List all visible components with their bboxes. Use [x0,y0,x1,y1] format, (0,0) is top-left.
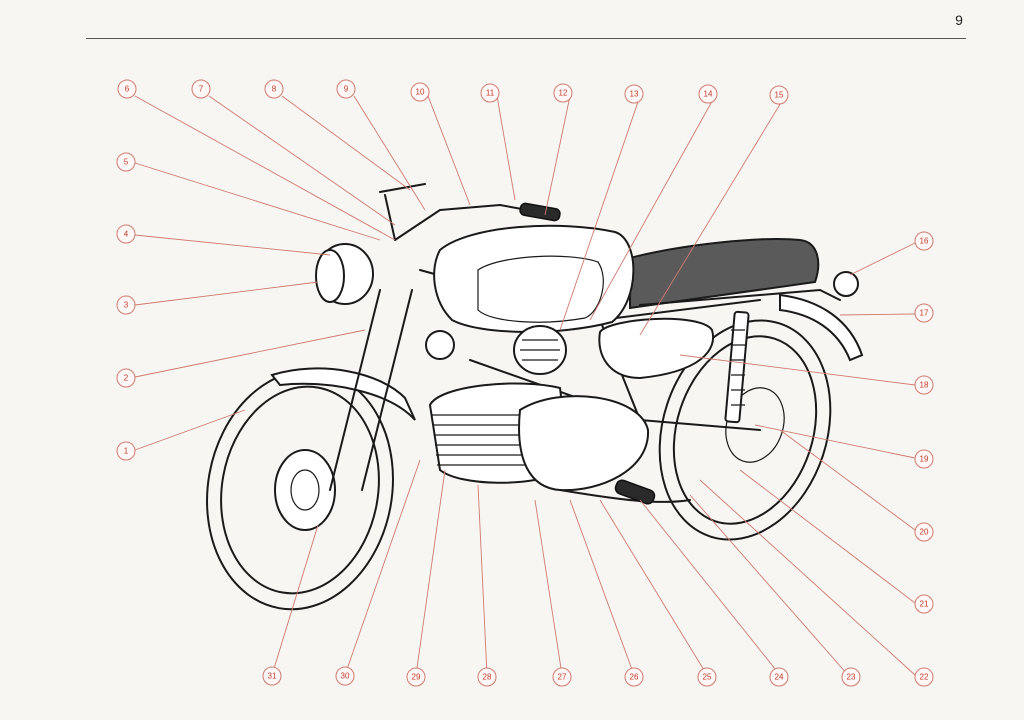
seat [629,238,820,310]
callout-10: 10 [410,82,430,102]
callout-3: 3 [116,295,136,315]
callout-label: 25 [703,673,712,682]
callout-16: 16 [914,231,934,251]
callout-2: 2 [116,368,136,388]
callout-9: 9 [336,79,356,99]
engine [428,325,650,492]
callout-18: 18 [914,375,934,395]
callout-label: 18 [920,381,929,390]
callout-label: 19 [920,455,929,464]
callout-label: 24 [775,673,784,682]
callout-5: 5 [116,152,136,172]
callout-label: 29 [412,673,421,682]
callout-label: 31 [268,672,277,681]
callout-27: 27 [552,667,572,687]
callout-26: 26 [624,667,644,687]
callout-22: 22 [914,667,934,687]
callout-label: 6 [125,85,130,94]
rear-wheel [658,319,832,541]
handlebar-grip [519,202,561,222]
callout-25: 25 [697,667,717,687]
tank-knee-pad [477,255,604,323]
callout-14: 14 [698,84,718,104]
callout-label: 27 [558,673,567,682]
front-fork [329,289,413,491]
callout-13: 13 [624,84,644,104]
callout-30: 30 [335,666,355,686]
header-rule [86,38,966,39]
callout-23: 23 [841,667,861,687]
callout-label: 8 [272,85,277,94]
callout-label: 3 [124,301,129,310]
callout-31: 31 [262,666,282,686]
mirror [379,183,426,241]
tail-light [833,271,859,297]
page-number: 9 [955,12,963,28]
callout-19: 19 [914,449,934,469]
callout-label: 9 [344,85,349,94]
callout-label: 20 [920,528,929,537]
callout-20: 20 [914,522,934,542]
callout-label: 5 [124,158,129,167]
callout-label: 14 [704,90,713,99]
front-fender [270,367,416,421]
callout-label: 16 [920,237,929,246]
callout-7: 7 [191,79,211,99]
callout-29: 29 [406,667,426,687]
callout-label: 26 [630,673,639,682]
callout-label: 28 [483,673,492,682]
callout-12: 12 [553,83,573,103]
callout-label: 17 [920,309,929,318]
callout-1: 1 [116,441,136,461]
callout-label: 1 [124,447,129,456]
callout-label: 22 [920,673,929,682]
callout-label: 30 [341,672,350,681]
callout-label: 12 [559,89,568,98]
callout-6: 6 [117,79,137,99]
motorcycle-illustration [206,183,864,611]
callout-label: 15 [775,91,784,100]
fuel-tank [433,224,635,333]
rear-shock-absorber [724,310,750,424]
callout-4: 4 [116,224,136,244]
headlight [315,243,374,305]
rear-fender [779,293,864,362]
callout-label: 2 [124,374,129,383]
callout-label: 21 [920,600,929,609]
callout-label: 7 [199,85,204,94]
callout-28: 28 [477,667,497,687]
callouts: 6 7 8 9 10 11 12 13 14 15 5 4 3 2 1 16 1… [116,79,934,687]
callout-label: 23 [847,673,856,682]
leader-lines [134,95,916,676]
grab-rail [639,289,841,306]
callout-label: 10 [416,88,425,97]
callout-label: 13 [630,90,639,99]
callout-17: 17 [914,303,934,323]
callout-8: 8 [264,79,284,99]
side-cover [598,317,715,380]
callout-11: 11 [480,83,500,103]
callout-15: 15 [769,85,789,105]
front-wheel [206,369,394,611]
callout-label: 4 [124,230,129,239]
callout-21: 21 [914,594,934,614]
callout-label: 11 [486,89,495,98]
footpeg [614,479,656,505]
horn [425,330,455,360]
callout-24: 24 [769,667,789,687]
